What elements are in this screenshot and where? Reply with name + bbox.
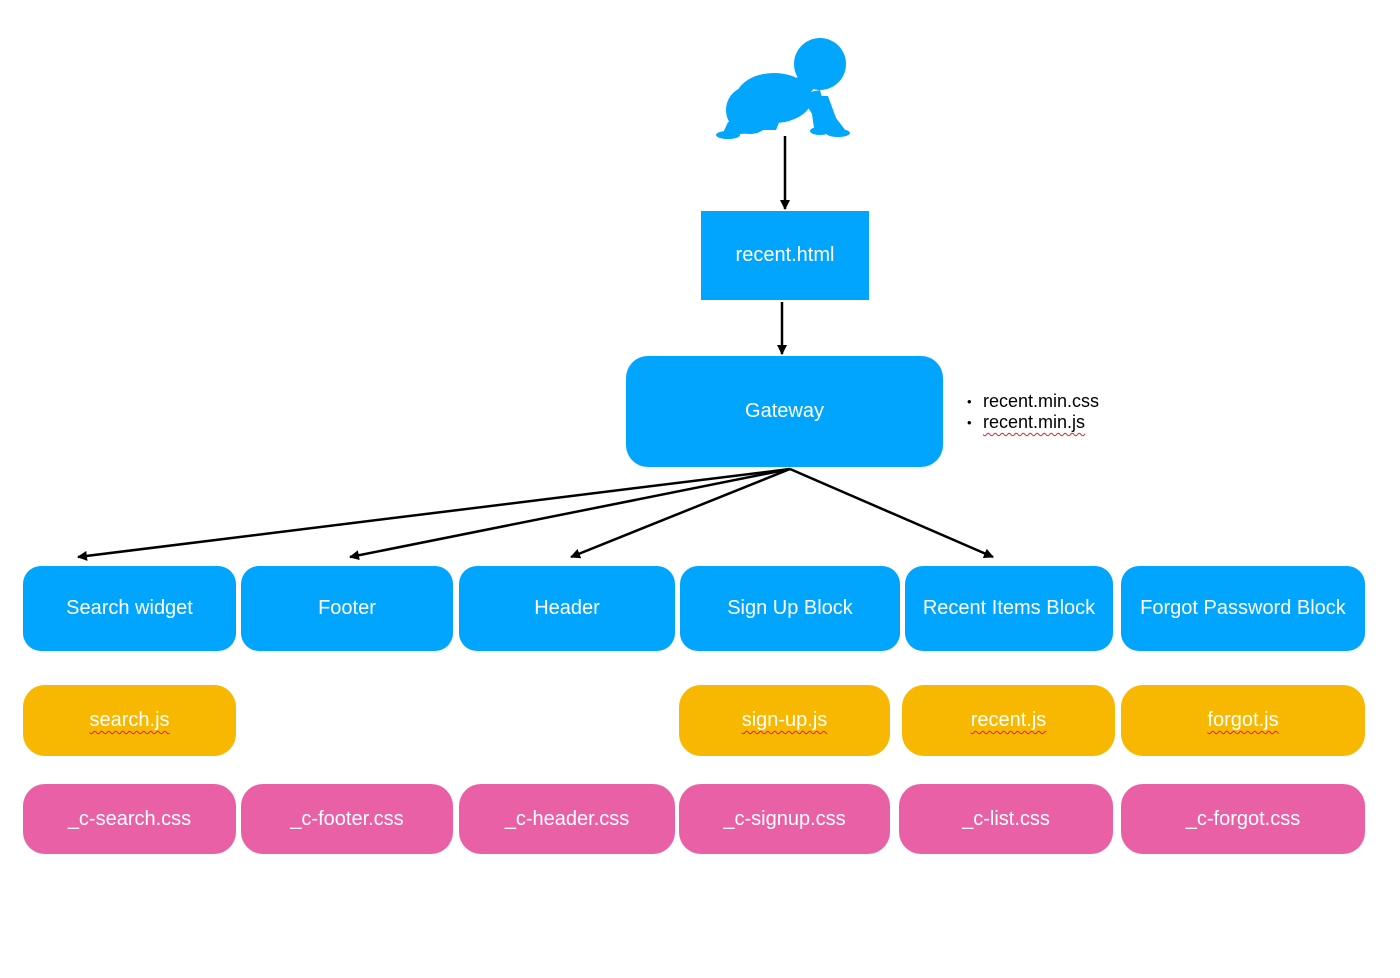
block-recent-items: Recent Items Block [905,566,1113,651]
block-label: Recent Items Block [922,597,1096,619]
js-file-label: recent.js [970,709,1047,731]
gateway-node: Gateway [626,356,943,467]
gateway-asset-list: recent.min.css recent.min.js [967,391,1099,433]
gateway-asset-css-label: recent.min.css [983,391,1100,411]
css-file-label: _c-forgot.css [1185,807,1301,830]
css-file-label: _c-footer.css [290,807,404,830]
gateway-label: Gateway [745,400,824,422]
css-file-forgot: _c-forgot.css [1121,784,1365,854]
css-file-label: _c-list.css [962,807,1050,830]
arrow-gateway-to-search-widget [77,467,791,561]
crawling-baby-icon [716,38,850,139]
recent-html-label: recent.html [735,244,835,266]
block-label: Footer [318,597,376,619]
css-file-label: _c-header.css [504,807,630,830]
block-sign-up: Sign Up Block [680,566,900,651]
block-label: Sign Up Block [727,597,853,619]
block-footer: Footer [241,566,453,651]
css-file-signup: _c-signup.css [679,784,890,854]
js-file-forgot: forgot.js [1121,685,1365,756]
js-file-sign-up: sign-up.js [679,685,890,756]
arrow-gateway-to-footer [349,467,791,561]
css-file-search: _c-search.css [23,784,236,854]
block-label: Header [534,597,600,619]
block-header: Header [459,566,675,651]
gateway-asset-js-label: recent.min.js [983,412,1086,432]
arrow-gateway-to-recent-items [789,467,994,559]
js-file-search: search.js [23,685,236,756]
css-file-footer: _c-footer.css [241,784,453,854]
css-file-list: _c-list.css [899,784,1113,854]
css-file-header: _c-header.css [459,784,675,854]
css-file-label: _c-search.css [67,807,192,830]
js-file-label: forgot.js [1207,709,1279,731]
js-file-label: search.js [89,709,170,731]
gateway-asset-css: recent.min.css [967,391,1099,412]
block-search-widget: Search widget [23,566,236,651]
css-file-label: _c-signup.css [723,807,846,830]
recent-html-page: recent.html [701,211,869,300]
block-label: Forgot Password Block [1140,597,1346,619]
js-file-recent: recent.js [902,685,1115,756]
block-label: Search widget [66,597,193,619]
arrow-gateway-to-header [570,467,791,559]
block-forgot-password: Forgot Password Block [1121,566,1365,651]
gateway-asset-js: recent.min.js [967,412,1099,433]
js-file-label: sign-up.js [741,709,828,731]
